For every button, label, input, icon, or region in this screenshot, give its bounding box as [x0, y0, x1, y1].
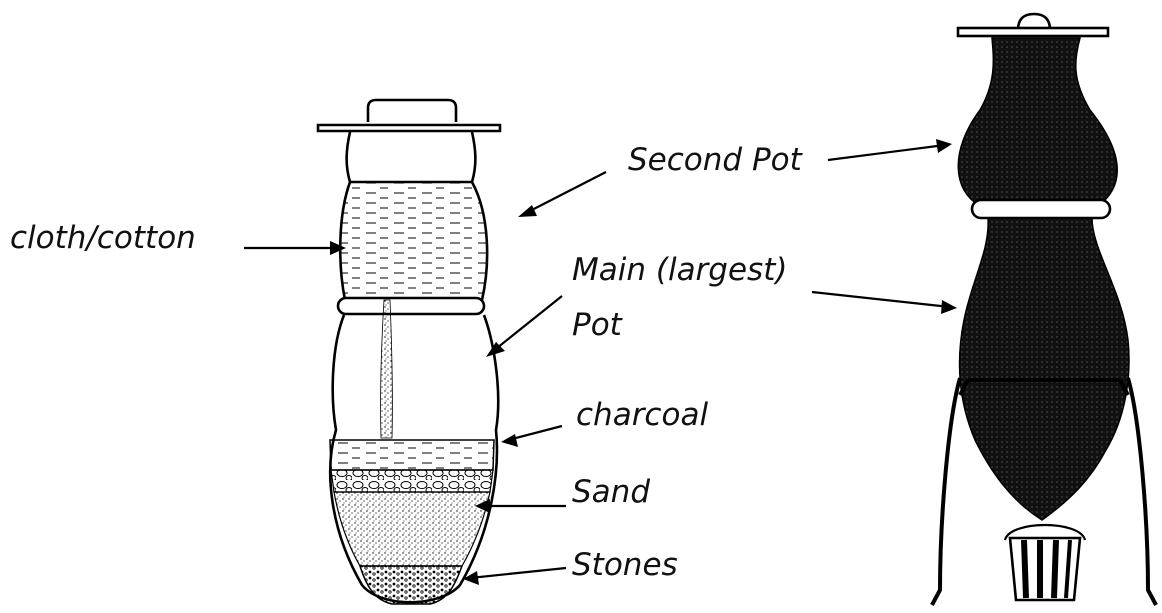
sand-layer: [334, 492, 490, 566]
label-main-pot-line1: Main (largest): [572, 252, 787, 288]
label-sand: Sand: [572, 474, 650, 510]
collection-bucket: [1005, 525, 1085, 600]
charcoal-layer: [330, 440, 494, 470]
exterior-filter-illustration: [932, 14, 1156, 605]
label-cloth-cotton: cloth/cotton: [10, 220, 196, 256]
cutaway-filter-illustration: [318, 100, 500, 604]
upper-pot-neck: [347, 132, 476, 182]
label-main-pot-line2: Pot: [572, 307, 624, 343]
lid: [318, 125, 500, 131]
exterior-joint-ring: [972, 200, 1110, 218]
pot-joint-ring: [338, 298, 484, 314]
label-second-pot: Second Pot: [628, 142, 804, 178]
water-stream: [381, 300, 393, 438]
pebble-band: [331, 470, 493, 492]
cloth-cotton-layer: [340, 182, 487, 300]
exterior-lid: [958, 28, 1108, 36]
exterior-main-pot: [959, 218, 1129, 520]
stones-layer: [360, 566, 462, 604]
lid-handle: [368, 100, 456, 122]
label-charcoal: charcoal: [576, 397, 708, 433]
label-stones: Stones: [572, 547, 678, 583]
exterior-second-pot: [958, 38, 1117, 206]
